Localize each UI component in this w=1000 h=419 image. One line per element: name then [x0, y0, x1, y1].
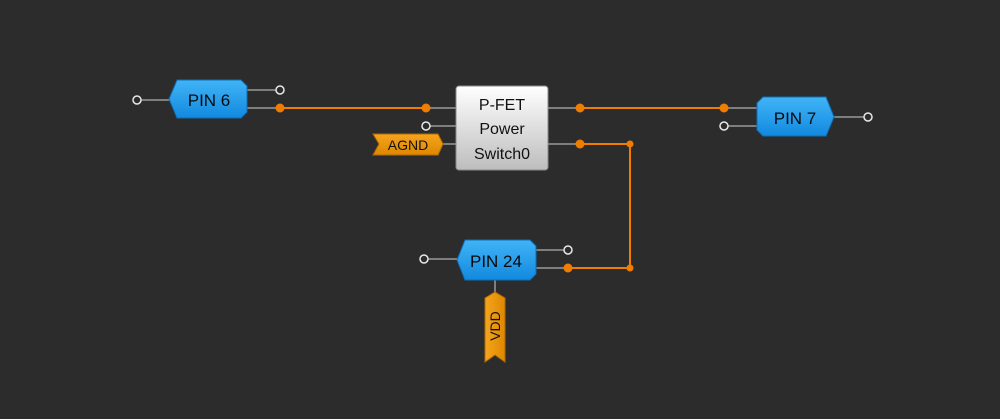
vdd-tag[interactable]: VDD: [484, 291, 506, 363]
agnd-tag-body[interactable]: [372, 133, 444, 156]
pin-6-output-terminal[interactable]: [275, 103, 285, 113]
pfet-body[interactable]: [455, 85, 549, 171]
pfet-label-line3: Switch0: [474, 146, 530, 163]
vdd-tag-body[interactable]: [484, 291, 506, 363]
pin-24-label: PIN 24: [470, 252, 522, 271]
pin-7-block[interactable]: PIN 7: [756, 96, 835, 137]
pin-6-input-terminal[interactable]: [132, 95, 142, 105]
pin-7-body[interactable]: [756, 96, 835, 137]
pfet-power-switch-block[interactable]: P-FET Power Switch0: [455, 85, 549, 171]
pin-7-oe-terminal[interactable]: [719, 121, 729, 131]
vdd-tag-label: VDD: [487, 311, 503, 341]
pin-6-block[interactable]: PIN 6: [168, 79, 248, 119]
pin-6-oe-terminal[interactable]: [275, 85, 285, 95]
wire-junction-bottom: [626, 264, 634, 272]
pin-6-label: PIN 6: [188, 91, 231, 110]
wire-junction-top: [626, 140, 634, 148]
pin-7-input-terminal[interactable]: [719, 103, 729, 113]
pin-24-block[interactable]: PIN 24: [456, 239, 537, 281]
agnd-tag-label: AGND: [388, 137, 428, 153]
pin-24-oe-terminal[interactable]: [563, 245, 573, 255]
pfet-label-line2: Power: [479, 121, 525, 138]
pfet-input-terminal[interactable]: [421, 103, 431, 113]
pfet-enable-terminal[interactable]: [421, 121, 431, 131]
pin-7-output-terminal[interactable]: [863, 112, 873, 122]
pin-24-output-terminal[interactable]: [563, 263, 573, 273]
wires: [137, 89, 868, 294]
pin-7-label: PIN 7: [774, 109, 817, 128]
connection-terminals: [132, 85, 873, 273]
pfet-control-terminal[interactable]: [575, 139, 585, 149]
pin-24-body[interactable]: [456, 239, 537, 281]
pfet-output-terminal[interactable]: [575, 103, 585, 113]
agnd-tag[interactable]: AGND: [372, 133, 444, 156]
pin-24-input-terminal[interactable]: [419, 254, 429, 264]
pfet-label-line1: P-FET: [479, 97, 525, 114]
pin-6-body[interactable]: [168, 79, 248, 119]
net-fet-control-to-pin24[interactable]: [568, 143, 631, 269]
